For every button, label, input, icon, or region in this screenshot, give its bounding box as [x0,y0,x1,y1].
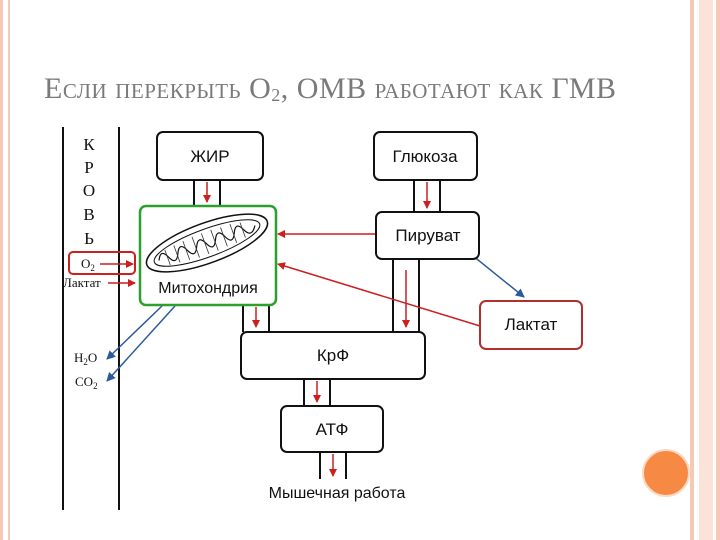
node-mitochondria: Митохондрия [138,204,278,307]
node-pyruvate: Пируват [375,211,480,260]
mitochondrion-icon [145,213,269,273]
blood-letter-2: Р [84,158,93,177]
blood-lactate-label: Лактат [63,275,101,290]
arrow-mito-to-co2 [106,305,176,382]
o2-label-main: O [81,256,90,271]
node-glucose-label: Глюкоза [392,147,458,166]
node-lactate-label: Лактат [505,315,558,334]
connector-mito-crp [242,305,270,332]
h2o-label-a: H [74,350,83,365]
left-stripe-inner [8,0,10,540]
o2-label-sub: 2 [90,263,95,273]
blood-letter-5: Ь [84,229,94,248]
blood-letter-4: В [83,205,94,224]
node-lactate: Лактат [479,300,583,350]
co2-label-sub: 2 [93,381,98,391]
h2o-label-b: O [88,350,97,365]
orange-circle-decoration [642,449,690,497]
node-crp: КрФ [240,331,426,380]
node-work-label: Мышечная работа [269,485,406,502]
blood-letter-1: К [83,135,95,154]
slide-title: Если перекрыть O2, ОМВ работают как ГМВ [44,72,617,106]
node-atp-label: АТФ [316,420,349,439]
arrow-lactate-mito [277,262,481,327]
node-pyruvate-label: Пируват [395,226,460,245]
o2-highlight-box [68,251,136,275]
node-atp: АТФ [280,405,384,453]
node-fat-label: ЖИР [190,147,229,166]
connector-glucose-pyruvate [413,180,441,213]
left-stripe-outer [0,0,3,540]
right-stripe-1 [690,0,694,540]
co2-label-a: CO [75,374,93,389]
co2-label: CO2 [75,374,98,391]
slide-title-subscript: 2 [271,85,281,105]
blood-letter-3: О [83,181,95,200]
connector-pyruvate-crp [392,259,420,332]
connector-atp-work [319,452,347,479]
node-glucose: Глюкоза [373,131,478,181]
h2o-label: H2O [74,350,97,367]
arrow-mito-to-h2o [106,305,163,360]
right-stripe-2 [699,0,713,540]
right-stripe-3 [716,0,720,540]
o2-label: O2 [81,256,95,273]
slide-title-main: Если перекрыть O [44,72,272,105]
node-fat: ЖИР [156,131,264,181]
connector-fat-mito [193,180,221,206]
connector-crp-atp [303,379,331,406]
node-mitochondria-label: Митохондрия [158,280,258,297]
h2o-label-sub: 2 [83,357,88,367]
slide-title-rest: , ОМВ работают как ГМВ [280,72,617,105]
node-crp-label: КрФ [317,346,349,365]
